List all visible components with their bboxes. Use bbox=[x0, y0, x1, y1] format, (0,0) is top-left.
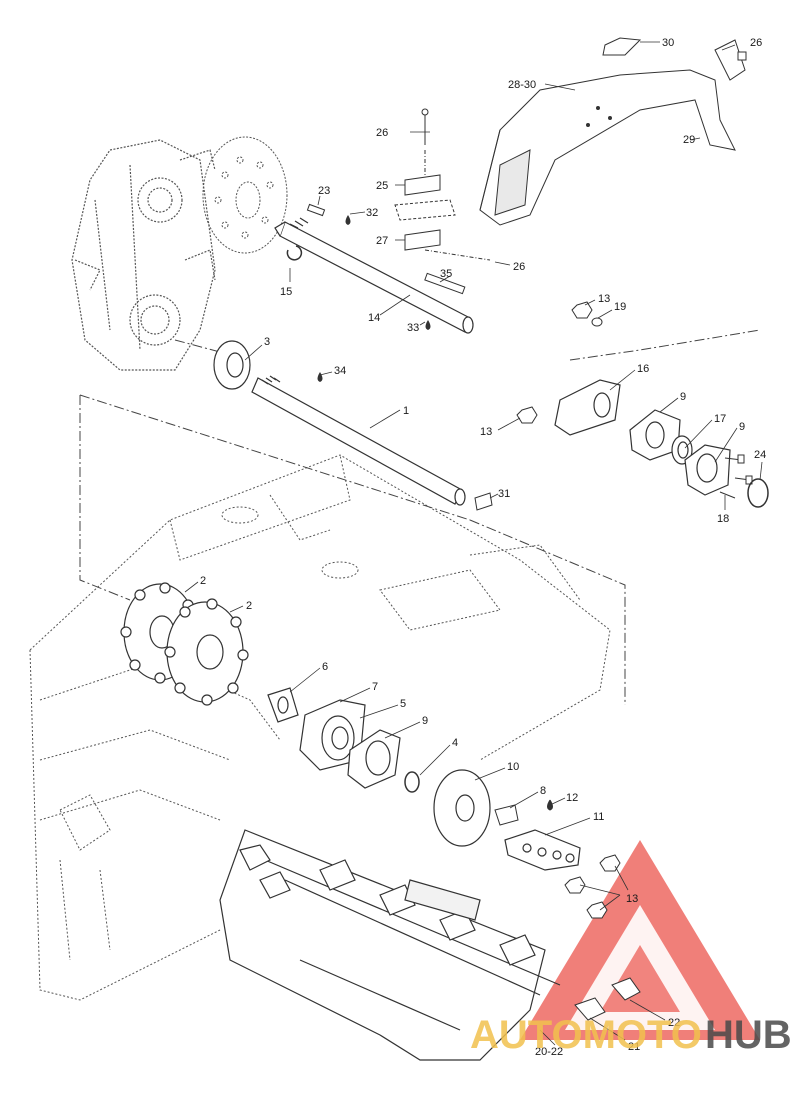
slider-blocks-21-22 bbox=[574, 977, 641, 1021]
flange-10 bbox=[433, 769, 491, 847]
watermark-word-hub: HUB bbox=[705, 1013, 792, 1057]
nut-13-upper bbox=[571, 301, 603, 327]
callout-3: 3 bbox=[264, 336, 270, 348]
callout-30: 30 bbox=[662, 37, 674, 49]
callout-16: 16 bbox=[637, 363, 649, 375]
callout-21: 21 bbox=[628, 1041, 640, 1053]
callout-6: 6 bbox=[322, 661, 328, 673]
oring-24 bbox=[747, 478, 769, 508]
callout-14: 14 bbox=[368, 312, 380, 324]
phantom-outline bbox=[79, 329, 761, 705]
circlip-15 bbox=[286, 245, 303, 261]
callout-33: 33 bbox=[407, 322, 419, 334]
watermark-triangle-core bbox=[600, 945, 680, 1012]
callout-24: 24 bbox=[754, 449, 766, 461]
lower-driveshaft bbox=[251, 375, 466, 506]
watermark-text: AUTOMOTO HUB bbox=[470, 1013, 792, 1057]
callout-27: 27 bbox=[376, 235, 388, 247]
watermark-word-automoto: AUTOMOTO bbox=[470, 1013, 702, 1057]
bearing-17 bbox=[671, 435, 693, 465]
callout-28-30: 28-30 bbox=[508, 79, 536, 91]
tunnel-frame-outline bbox=[29, 454, 611, 1001]
leader-lines bbox=[184, 41, 763, 1046]
nuts-13-lower bbox=[564, 854, 621, 919]
callout-26-clip: 26 bbox=[376, 127, 388, 139]
key-35 bbox=[424, 272, 466, 295]
callout-15: 15 bbox=[280, 286, 292, 298]
callout-25: 25 bbox=[376, 180, 388, 192]
callout-19: 19 bbox=[614, 301, 626, 313]
nut-13-mid bbox=[516, 406, 538, 424]
callout-31: 31 bbox=[498, 488, 510, 500]
callout-7: 7 bbox=[372, 681, 378, 693]
callout-22: 22 bbox=[668, 1017, 680, 1029]
spacer-6 bbox=[267, 687, 299, 723]
callout-20-22: 20-22 bbox=[535, 1046, 563, 1058]
watermark-logo bbox=[520, 840, 760, 1040]
callout-35: 35 bbox=[440, 268, 452, 280]
bracket-label-plate bbox=[494, 149, 531, 216]
key-23 bbox=[306, 203, 326, 217]
bearing-housing-5-7 bbox=[299, 699, 366, 771]
callout-2-left: 2 bbox=[200, 575, 206, 587]
callout-18: 18 bbox=[717, 513, 729, 525]
callout-9-bottom: 9 bbox=[422, 715, 428, 727]
callout-32: 32 bbox=[366, 207, 378, 219]
callout-29: 29 bbox=[683, 134, 695, 146]
arrow-tag-30 bbox=[602, 37, 642, 56]
callout-10: 10 bbox=[507, 761, 519, 773]
callout-9-upper: 9 bbox=[680, 391, 686, 403]
bolt-31 bbox=[474, 492, 493, 511]
callout-17: 17 bbox=[714, 413, 726, 425]
oring-4 bbox=[404, 771, 420, 793]
callout-8: 8 bbox=[540, 785, 546, 797]
flange-plate-9-lower bbox=[684, 444, 731, 496]
oil-drop-34 bbox=[317, 372, 323, 382]
track-belt bbox=[219, 829, 561, 1061]
oil-drop-32 bbox=[345, 215, 351, 225]
callout-12: 12 bbox=[566, 792, 578, 804]
callout-34: 34 bbox=[334, 365, 346, 377]
adjuster-8-12 bbox=[494, 799, 553, 826]
washer-3 bbox=[213, 340, 251, 390]
drive-sprocket-2-right bbox=[164, 598, 249, 706]
flange-plate-9-bottom bbox=[347, 729, 401, 789]
flange-plate-9-upper bbox=[629, 409, 681, 461]
bracket-11 bbox=[504, 829, 581, 871]
bolts-18 bbox=[719, 454, 753, 499]
callout-13-lower: 13 bbox=[626, 893, 638, 905]
callout-labels: 30 26 28-30 26 29 23 32 25 27 15 26 35 1… bbox=[200, 37, 766, 1058]
callout-9-right: 9 bbox=[739, 421, 745, 433]
callout-5: 5 bbox=[400, 698, 406, 710]
callout-23: 23 bbox=[318, 185, 330, 197]
mounting-clip-assembly bbox=[394, 108, 491, 261]
upper-bracket bbox=[479, 69, 736, 226]
chaincase-housing bbox=[71, 139, 216, 371]
fastener-26-top bbox=[714, 39, 747, 81]
brake-disc bbox=[202, 136, 288, 254]
bearing-flange-16 bbox=[554, 379, 621, 436]
oil-drop-33 bbox=[425, 320, 431, 330]
callout-2-right: 2 bbox=[246, 600, 252, 612]
callout-26-top: 26 bbox=[750, 37, 762, 49]
callout-4: 4 bbox=[452, 737, 458, 749]
callout-26-mid: 26 bbox=[513, 261, 525, 273]
upper-driveshaft bbox=[274, 217, 474, 334]
callout-13-upper: 13 bbox=[598, 293, 610, 305]
callout-13-mid: 13 bbox=[480, 426, 492, 438]
callout-1: 1 bbox=[403, 405, 409, 417]
callout-11: 11 bbox=[593, 811, 604, 823]
